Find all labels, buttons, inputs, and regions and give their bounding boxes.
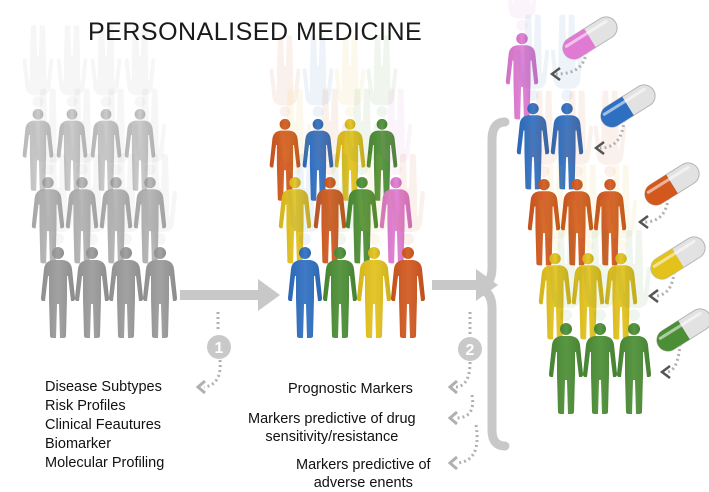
page-title: PERSONALISED MEDICINE (88, 18, 423, 46)
label-adverse-event-markers: Markers predictive of adverse enents (296, 456, 431, 492)
label-disease-subtypes: Disease Subtypes (45, 379, 162, 395)
person-figure-icon (269, 35, 301, 201)
dotted-curved-arrow-icon (455, 361, 472, 389)
arrow-right-icon (180, 279, 280, 311)
svg-text:1: 1 (215, 340, 224, 357)
population-figures (22, 0, 651, 414)
arrowhead-icon (593, 141, 605, 155)
label-biomarker: Biomarker (45, 436, 112, 452)
arrowhead-icon (659, 365, 671, 379)
drug-markers-line2: sensitivity/resistance (265, 429, 399, 445)
drug-markers-line1: Markers predictive of drug (248, 411, 416, 427)
label-risk-profiles: Risk Profiles (45, 398, 126, 414)
bracket-icon (476, 117, 510, 451)
pill-capsule-icon (562, 16, 618, 60)
arrowhead-icon (447, 455, 458, 471)
adverse-markers-line1: Markers predictive of (296, 457, 431, 473)
dotted-curved-arrow-icon (665, 343, 682, 374)
pill-capsule-icon (650, 236, 706, 280)
drug-capsules (549, 16, 709, 379)
label-clinical-features: Clinical Feautures (45, 417, 162, 433)
arrowhead-icon (549, 67, 561, 81)
adverse-markers-line2: adverse enents (313, 475, 413, 491)
stratification-factors-list: Disease Subtypes Risk Profiles Clinical … (45, 378, 164, 473)
step-2-badge: 2 (458, 337, 482, 361)
arrowhead-icon (637, 215, 649, 229)
arrowhead-icon (195, 379, 206, 395)
label-drug-sensitivity-markers: Markers predictive of drug sensitivity/r… (248, 410, 416, 446)
arrowhead-icon (447, 379, 458, 395)
dotted-curved-arrow-icon (455, 424, 479, 465)
arrowhead-icon (447, 410, 458, 426)
dotted-curved-arrow-icon (203, 359, 222, 389)
svg-text:2: 2 (466, 342, 475, 359)
pill-capsule-icon (644, 162, 700, 206)
label-prognostic-markers: Prognostic Markers (288, 381, 413, 397)
dotted-curved-arrow-icon (455, 394, 475, 420)
step-1-badge: 1 (207, 335, 231, 359)
arrowhead-icon (647, 289, 659, 303)
label-molecular-profiling: Molecular Profiling (45, 455, 165, 471)
pill-capsule-icon (600, 84, 656, 128)
pill-capsule-icon (656, 308, 709, 352)
